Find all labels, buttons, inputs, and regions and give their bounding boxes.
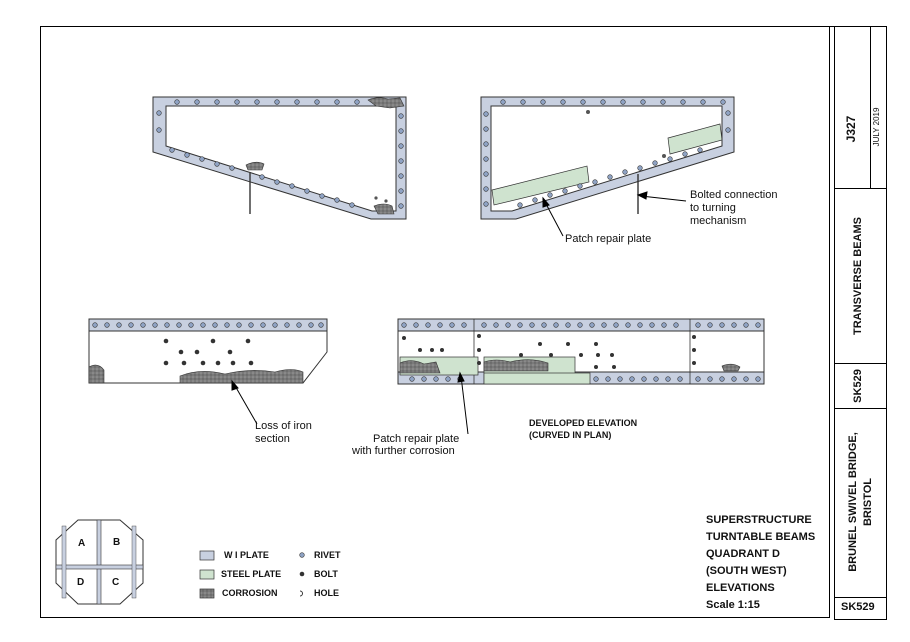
title-block-bottom	[834, 619, 887, 620]
legend-swatches	[199, 550, 305, 599]
drawing-title-line3: QUADRANT D	[706, 548, 780, 560]
patch-plate-right	[667, 123, 723, 155]
sheet-border-left	[40, 26, 41, 618]
rivet-row-bottom-left	[92, 322, 324, 328]
developed-elevation-subtitle: (CURVED IN PLAN)	[529, 430, 612, 440]
drawing-title-line5: ELEVATIONS	[706, 582, 775, 594]
title-block-right	[886, 26, 887, 620]
title-block-left	[834, 26, 835, 620]
drawing-title-line1: SUPERSTRUCTURE	[706, 514, 812, 526]
beam-elevation-top-right	[480, 96, 735, 220]
legend-label-bolt: BOLT	[314, 569, 338, 579]
note-patch-corrosion-2: with further corrosion	[352, 445, 455, 457]
quadrant-label-d: D	[77, 577, 85, 588]
bolt-group-developed	[402, 334, 696, 369]
sheet-border-top	[40, 26, 887, 27]
drawing-area-right	[829, 26, 830, 618]
hole-icon	[299, 590, 303, 597]
quadrant-label-c: C	[112, 577, 120, 588]
note-patch-corrosion-1: Patch repair plate	[373, 433, 460, 445]
title-block-row1	[834, 188, 887, 189]
note-bolted-connection-3: mechanism	[690, 215, 747, 227]
note-patch-repair-plate: Patch repair plate	[565, 233, 652, 245]
legend-label-corrosion: CORROSION	[222, 588, 278, 598]
title-block-row2	[834, 363, 887, 364]
developed-elevation-title: DEVELOPED ELEVATION	[529, 418, 638, 428]
quadrant-label-b: B	[113, 537, 121, 548]
title-block-divider-date	[870, 26, 871, 189]
legend-swatch-steel-plate	[199, 569, 215, 580]
legend-label-wi-plate: W I PLATE	[224, 550, 269, 560]
legend-label-rivet: RIVET	[314, 550, 341, 560]
note-loss-of-iron-2: section	[255, 433, 290, 445]
title-block-row3	[834, 408, 887, 409]
drawing-scale: Scale 1:15	[706, 599, 760, 611]
bolt-icon	[299, 571, 305, 577]
leader-lines	[231, 191, 687, 435]
note-bolted-connection-1: Bolted connection	[690, 189, 778, 201]
rivet-icon	[299, 552, 305, 558]
title-block-row4	[834, 597, 887, 598]
beam-elevation-bottom-left	[88, 318, 328, 384]
drawing-number: SK529	[841, 601, 875, 613]
legend-swatch-corrosion	[199, 588, 215, 599]
legend-swatch-wi-plate	[199, 550, 215, 561]
note-loss-of-iron-1: Loss of iron	[255, 420, 312, 432]
rivet-row-top-left	[156, 99, 404, 209]
rivet-row-developed	[401, 322, 761, 382]
quadrant-label-a: A	[78, 538, 86, 549]
patch-plate-top	[491, 165, 590, 206]
sheet-border-bottom	[40, 617, 830, 618]
note-bolted-connection-2: to turning	[690, 202, 736, 214]
drawing-title-line2: TURNTABLE BEAMS	[706, 531, 816, 543]
rivet-row-top-right	[483, 99, 731, 208]
legend-label-steel-plate: STEEL PLATE	[221, 569, 282, 579]
beam-elevation-top-left	[152, 96, 407, 220]
drawing-title-line4: (SOUTH WEST)	[706, 565, 787, 577]
legend-label-hole: HOLE	[314, 588, 340, 598]
beam-elevation-developed	[397, 318, 765, 385]
quadrant-key-plan	[55, 519, 144, 605]
bolt-group-bottom-left	[163, 338, 254, 366]
